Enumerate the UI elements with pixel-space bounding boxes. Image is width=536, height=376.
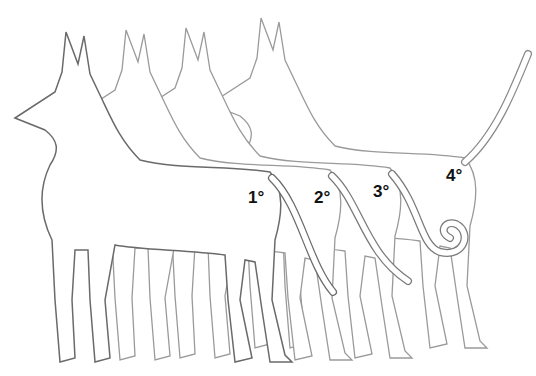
tail-outline bbox=[465, 54, 528, 162]
tail-fill bbox=[332, 176, 408, 281]
tail-fill bbox=[392, 174, 465, 253]
tail-outline bbox=[272, 178, 333, 292]
callout-number: 1° bbox=[246, 188, 266, 207]
dog-silhouette bbox=[15, 32, 333, 362]
callout-number: 3° bbox=[371, 182, 391, 201]
callout-number: 4° bbox=[444, 166, 464, 185]
tail-outline bbox=[392, 174, 465, 253]
tail-fill bbox=[272, 178, 333, 292]
callout-number: 2° bbox=[312, 188, 332, 207]
tail-outline bbox=[332, 176, 408, 281]
tail-fill bbox=[465, 54, 528, 162]
dog-body bbox=[15, 32, 292, 362]
